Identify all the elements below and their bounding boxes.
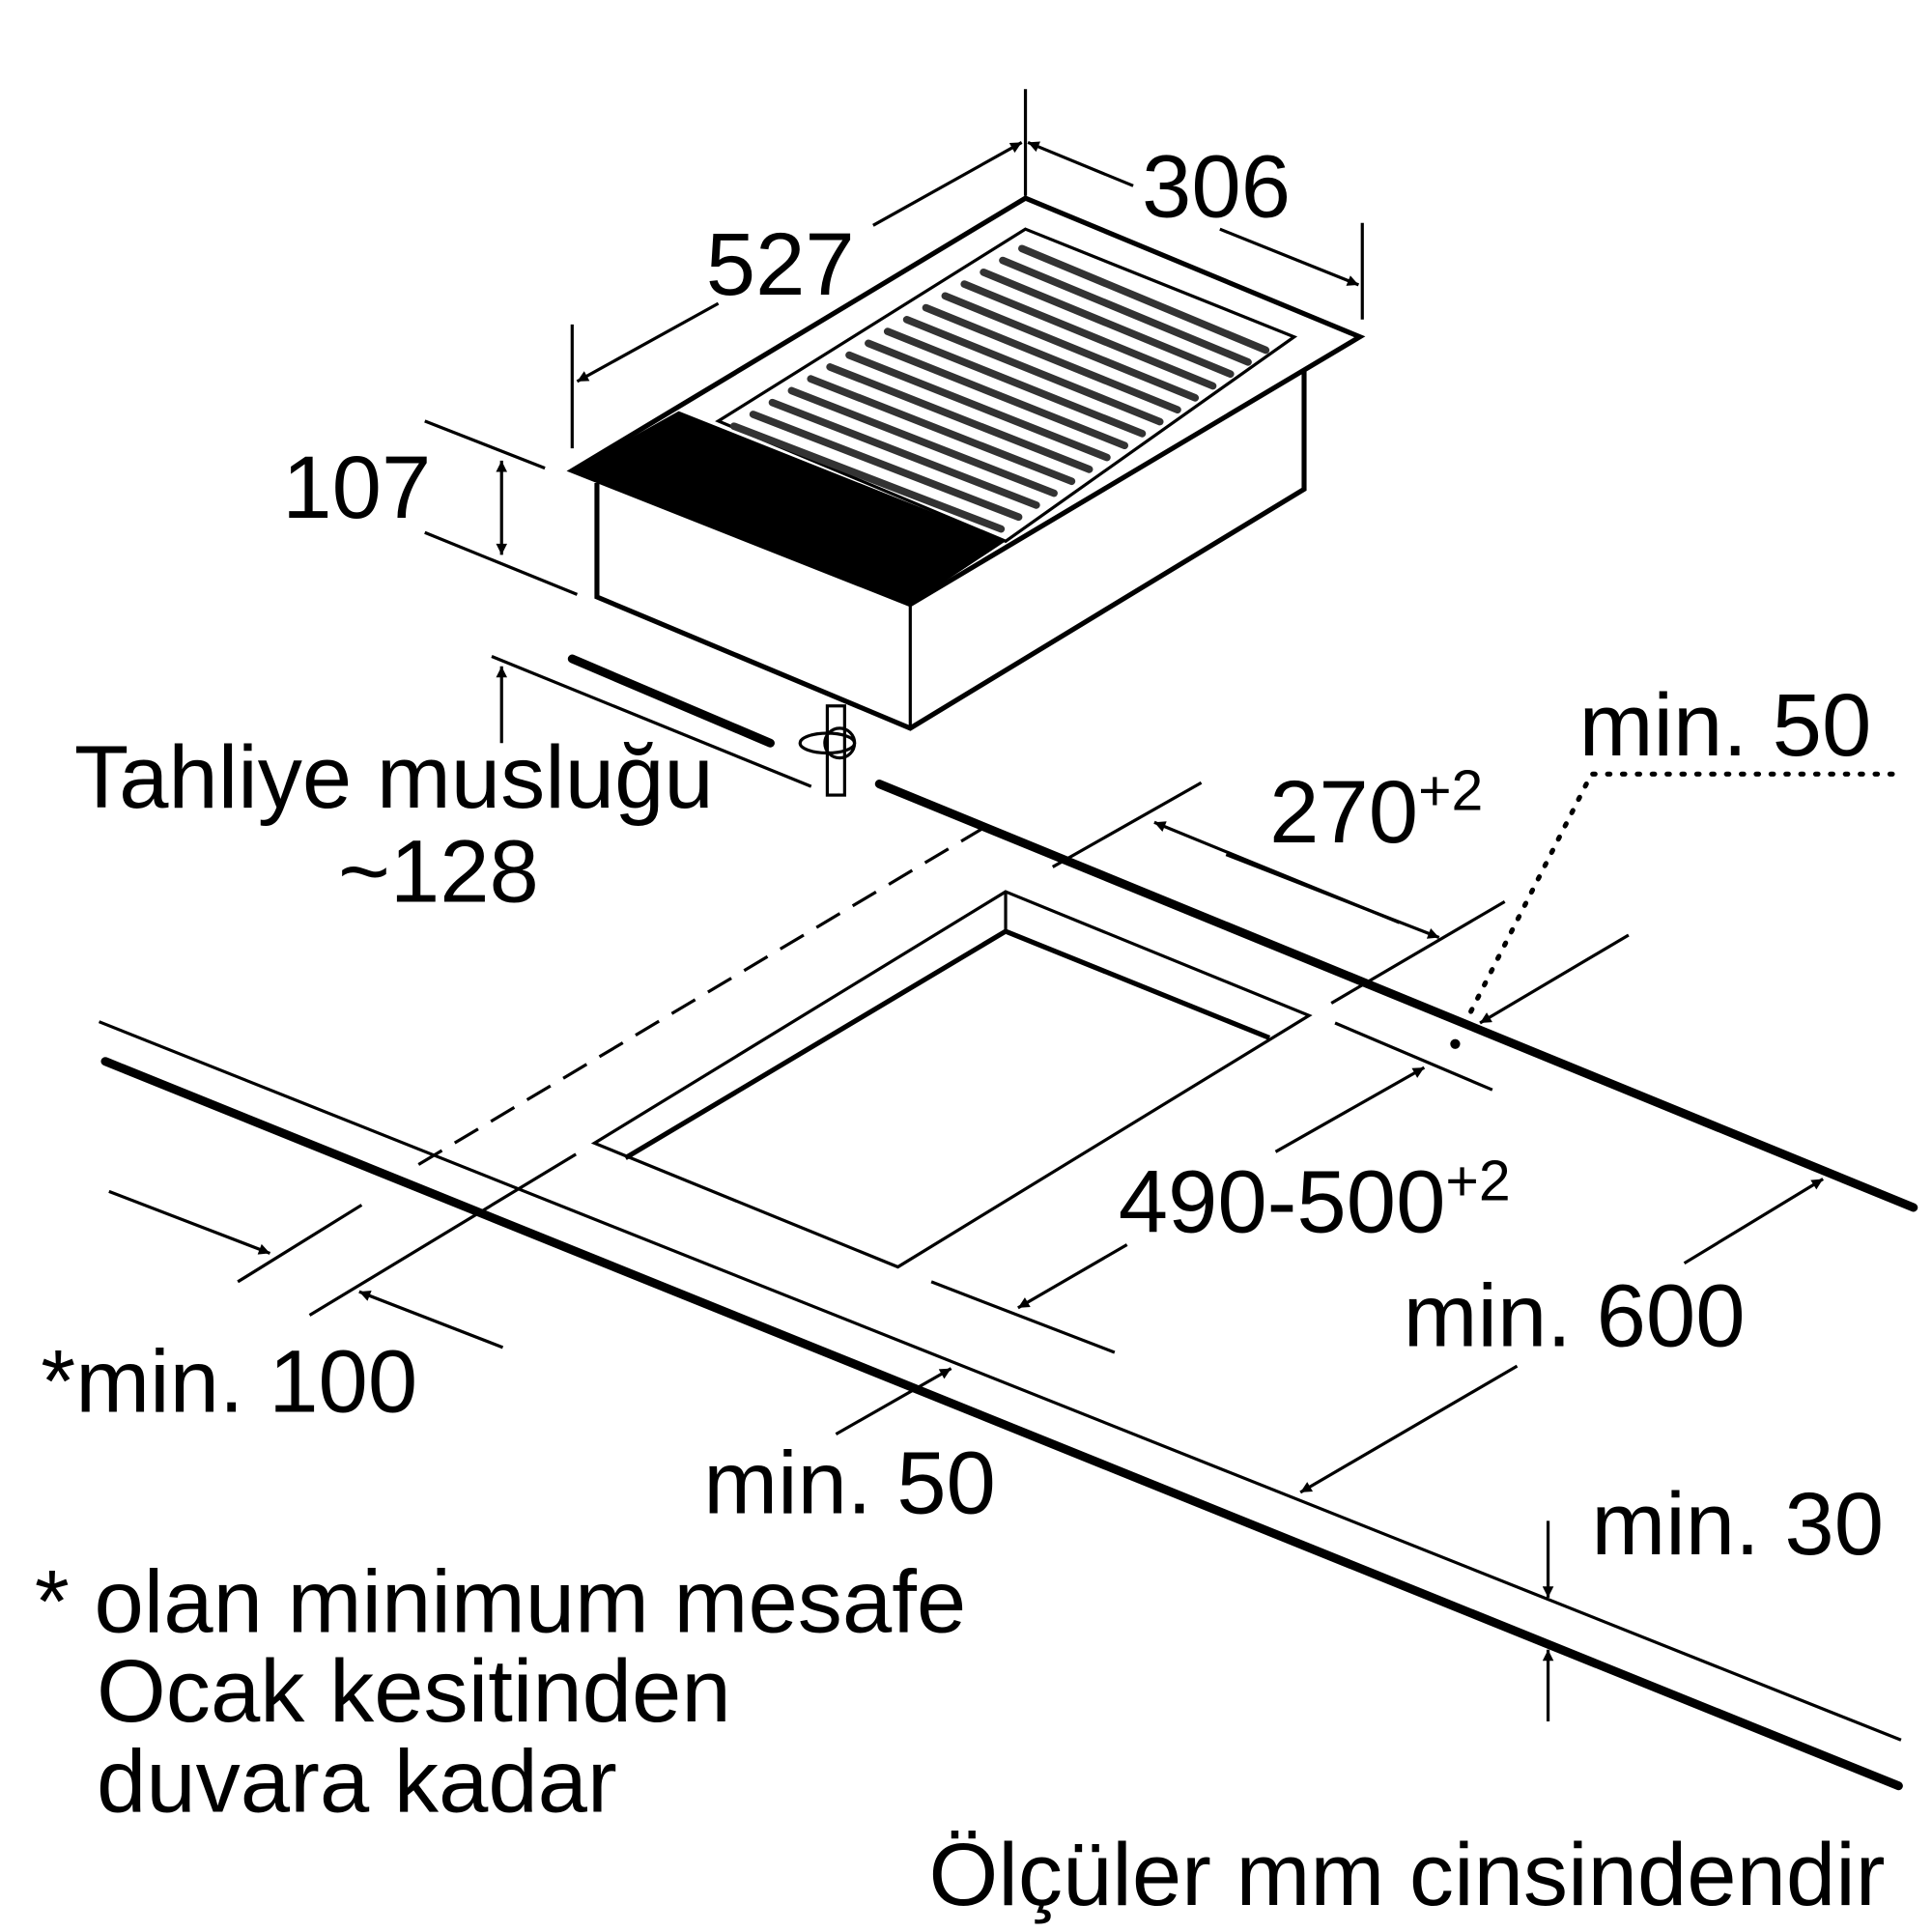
control-panel [572, 411, 1007, 605]
grill-bar [883, 327, 1147, 438]
drain-tap [491, 654, 857, 797]
footnote-line3: duvara kadar [97, 1731, 617, 1832]
grill-area [715, 227, 1298, 544]
footnote-line1: * olan minimum mesafe [35, 1551, 966, 1652]
drain-label: Tahliye musluğu [74, 726, 714, 827]
footnote-line2: Ocak kesitinden [97, 1640, 731, 1741]
grill-bars [729, 244, 1270, 533]
grill-bar [768, 398, 1040, 509]
height-label: 107 [282, 437, 431, 537]
units-note: Ölçüler mm cinsindendir [929, 1824, 1886, 1924]
min-thickness-label: min. 30 [1591, 1473, 1884, 1574]
depth-label: 527 [706, 213, 855, 314]
min-back-label: min. 50 [1579, 674, 1872, 775]
grill-bar [807, 375, 1076, 486]
min-front-label: min. 50 [703, 1433, 996, 1533]
grill-bar [865, 339, 1128, 450]
width-label: 306 [1142, 135, 1291, 236]
grill-bar [845, 351, 1111, 462]
min-between-label: min. 600 [1404, 1265, 1746, 1366]
grill-bar [826, 363, 1094, 473]
grill-bar [999, 256, 1252, 366]
grill-bar [749, 411, 1023, 522]
min-side-label: *min. 100 [41, 1331, 417, 1432]
grill-appliance [566, 195, 1366, 731]
countertop-front-edge [100, 1057, 1903, 1791]
drain-value: ~128 [338, 820, 539, 921]
grill-bar [941, 292, 1200, 402]
grill-bar [787, 386, 1058, 497]
grill-bar [922, 303, 1181, 414]
dimension-lines [98, 89, 1918, 1791]
grill-bar [980, 268, 1235, 379]
grill-bar [960, 280, 1217, 390]
grill-bar [729, 422, 1006, 533]
cutout-depth-label: 490-500+2 [1119, 1150, 1511, 1251]
cutout [590, 890, 1313, 1269]
grill-bar [902, 316, 1164, 426]
grill-bar [1018, 244, 1270, 355]
cutout-width-label: 270+2 [1269, 759, 1483, 861]
countertop-back-edge [874, 780, 1918, 1212]
